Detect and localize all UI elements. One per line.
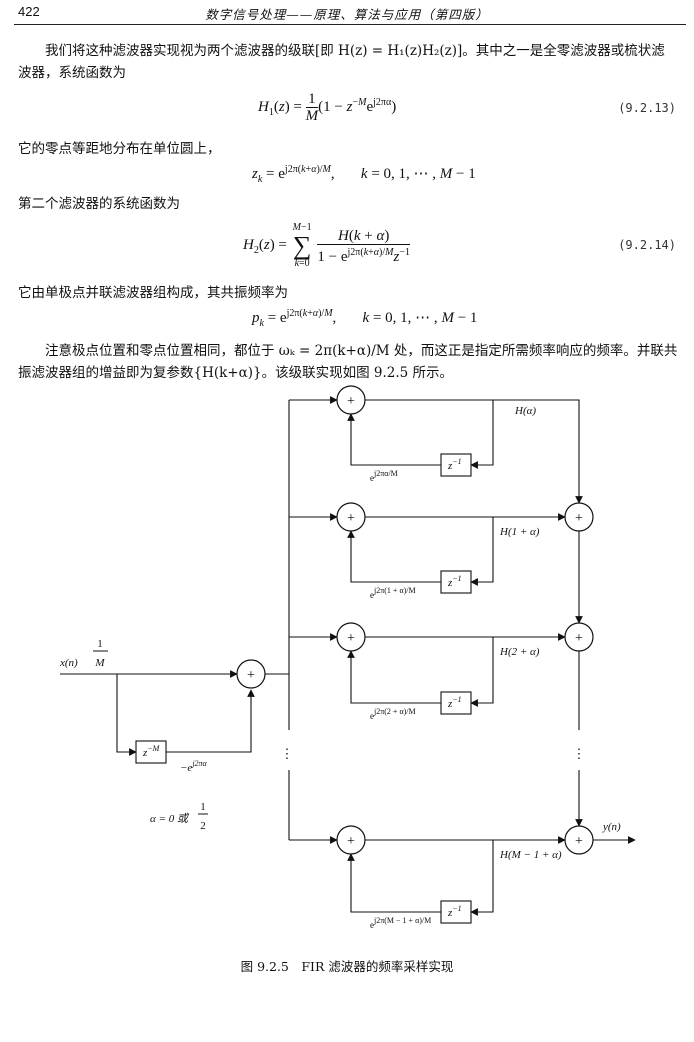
output-sum-adder-2 bbox=[564, 825, 594, 855]
feedback-coefficient-0: ej2πα/M bbox=[370, 469, 398, 483]
delay-box-0-label: z−1 bbox=[447, 457, 462, 472]
comb-adder bbox=[236, 659, 266, 689]
comb-coefficient-label: −ej2πα bbox=[180, 759, 208, 774]
resonator-adder-3 bbox=[336, 825, 366, 855]
paragraph-second-filter: 第二个滤波器的系统函数为 bbox=[18, 196, 180, 212]
alpha-frac-den: 2 bbox=[200, 820, 206, 832]
comb-delay-box bbox=[135, 740, 167, 764]
figure-caption: 图 9.2.5 FIR 滤波器的频率采样实现 bbox=[240, 959, 454, 974]
output-label: y(n) bbox=[602, 821, 621, 833]
delay-box-3 bbox=[440, 900, 472, 924]
feedback-coefficient-2: ej2π(2 + α)/M bbox=[370, 707, 416, 721]
equation-h2: H2(z) = M−1 ∑ k=0 H(k + α) 1 − ej2π(k+α)… bbox=[243, 222, 410, 269]
feedback-forward-wire-0 bbox=[470, 400, 494, 469]
feedback-coefficient-1: ej2π(1 + α)/M bbox=[370, 586, 416, 600]
comb-delay-box-label: z−M bbox=[142, 744, 161, 759]
output-sum-adder-0 bbox=[564, 502, 594, 532]
delay-box-2 bbox=[440, 691, 472, 715]
feedback-forward-wire-1 bbox=[470, 517, 494, 586]
resonator-adder-1 bbox=[336, 502, 366, 532]
sum-continuation-dots: ⋮ bbox=[573, 746, 586, 761]
delay-box-1 bbox=[440, 570, 472, 594]
resonator-adder-2 bbox=[336, 622, 366, 652]
feedback-return-wire-1 bbox=[347, 530, 441, 583]
adder-plus-symbol: + bbox=[247, 668, 255, 683]
adder-plus-symbol: + bbox=[347, 834, 355, 849]
paragraph-cascade: 我们将这种滤波器实现视为两个滤波器的级联[即 H(z) = H₁(z)H₂(z)… bbox=[18, 43, 665, 81]
feedback-forward-wire-2 bbox=[470, 637, 494, 707]
comb-forward-wire bbox=[116, 674, 137, 756]
feedback-forward-wire-3 bbox=[470, 840, 494, 916]
input-gain-denominator: M bbox=[94, 657, 105, 669]
equation-number-1: (9.2.13) bbox=[618, 101, 676, 115]
delay-box-1-label: z−1 bbox=[447, 574, 462, 589]
input-label: x(n) bbox=[59, 657, 78, 669]
comb-return-wire bbox=[166, 689, 255, 753]
feedback-return-wire-3 bbox=[347, 853, 441, 913]
page-number: 422 bbox=[18, 4, 40, 19]
equation-number-2: (9.2.14) bbox=[618, 238, 676, 252]
branch-gain-label-3: H(M − 1 + α) bbox=[499, 849, 562, 861]
adder-plus-symbol: + bbox=[575, 511, 583, 526]
gain-path-0 bbox=[493, 399, 583, 504]
branch-gain-label-1: H(1 + α) bbox=[499, 526, 540, 538]
delay-box-3-label: z−1 bbox=[447, 904, 462, 919]
delay-box-0 bbox=[440, 453, 472, 477]
paragraph-zeros: 它的零点等距地分布在单位圆上， bbox=[18, 141, 221, 157]
branch-gain-label-0: H(α) bbox=[514, 405, 536, 417]
alpha-frac-num: 1 bbox=[200, 801, 206, 813]
alpha-note: α = 0 或 bbox=[150, 812, 190, 825]
equation-zk: zk = ej2π(k+α)/M, k = 0, 1, ⋯ , M − 1 bbox=[252, 164, 476, 185]
equation-pk: pk = ej2π(k+α)/M, k = 0, 1, ⋯ , M − 1 bbox=[252, 308, 478, 329]
running-title: 数字信号处理——原理、算法与应用（第四版） bbox=[205, 7, 489, 22]
input-gain-numerator: 1 bbox=[97, 638, 103, 650]
feedback-return-wire-0 bbox=[347, 413, 441, 466]
paragraph-poles: 注意极点位置和零点位置相同，都位于 ωₖ = 2π(k+α)/M 处，而这正是指… bbox=[18, 343, 678, 381]
adder-plus-symbol: + bbox=[347, 631, 355, 646]
feedback-return-wire-2 bbox=[347, 650, 441, 704]
resonator-adder-0 bbox=[336, 385, 366, 415]
branch-gain-label-2: H(2 + α) bbox=[499, 646, 540, 658]
header-rule bbox=[14, 24, 686, 25]
output-sum-adder-1 bbox=[564, 622, 594, 652]
paragraph-resonant: 它由单极点并联滤波器组构成，其共振频率为 bbox=[18, 285, 288, 301]
feedback-coefficient-3: ej2π(M − 1 + α)/M bbox=[370, 916, 431, 930]
delay-box-2-label: z−1 bbox=[447, 695, 462, 710]
bus-continuation-dots: ⋮ bbox=[281, 746, 294, 761]
adder-plus-symbol: + bbox=[575, 834, 583, 849]
adder-plus-symbol: + bbox=[347, 511, 355, 526]
adder-plus-symbol: + bbox=[575, 631, 583, 646]
adder-plus-symbol: + bbox=[347, 394, 355, 409]
